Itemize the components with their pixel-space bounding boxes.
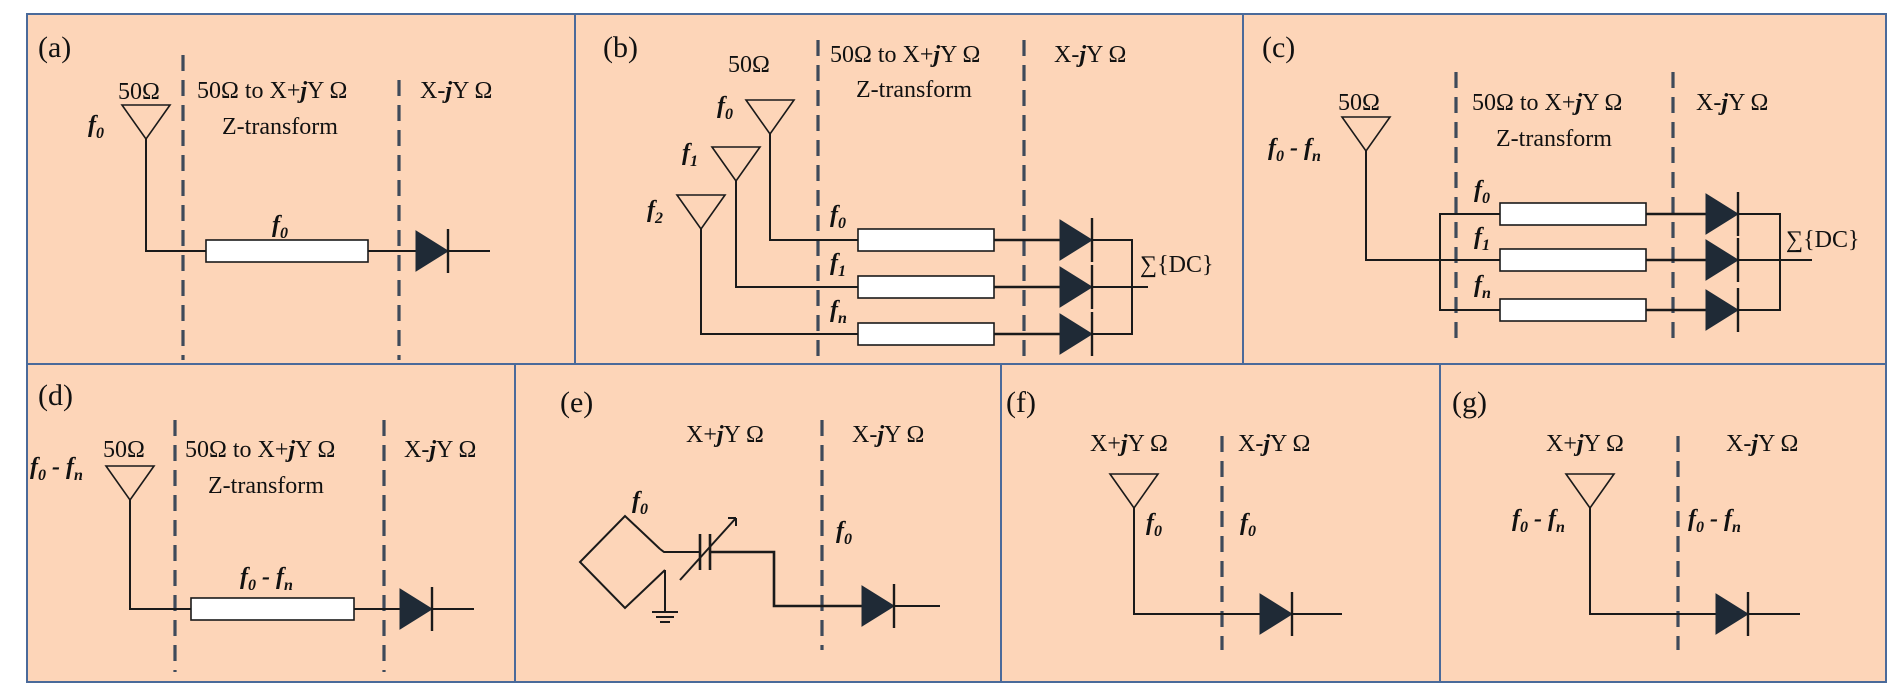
panel-a-background [26, 13, 576, 365]
panel-e-antenna-wire [659, 548, 694, 553]
panel-f-feed-wire [1133, 508, 1260, 615]
panel-c-branch-freq-2: fn [1474, 272, 1491, 302]
panel-b: (b) 50Ω 50Ω to X+jY Ω Z-transform X-jY Ω… [574, 13, 1244, 365]
panel-b-transmission-line-1 [857, 275, 995, 299]
panel-b-branch-freq-0: f0 [830, 202, 846, 232]
panel-c-band: f0 - fn [1268, 135, 1321, 165]
panel-e-source-impedance: X+jY Ω [686, 422, 764, 448]
panel-b-dc-sum: ∑{DC} [1140, 252, 1214, 278]
panel-c-label: (c) [1262, 31, 1295, 64]
panel-c-transmission-line-1 [1499, 248, 1647, 272]
panel-d-port-impedance: 50Ω [103, 437, 145, 463]
panel-a: (a) 50Ω f0 50Ω to X+jY Ω Z-transform X-j… [26, 13, 576, 365]
panel-b-transmission-line-2 [857, 322, 995, 346]
panel-a-frequency: f0 [88, 112, 104, 142]
panel-b-feed-wire-2 [700, 229, 858, 335]
panel-b-port-impedance: 50Ω [728, 52, 770, 78]
panel-b-feed-wire-1 [735, 181, 858, 288]
panel-e: (e) X+jY Ω X-jY Ω f0 f0 [514, 363, 1002, 683]
panel-g-load-impedance: X-jY Ω [1726, 431, 1798, 457]
panel-g-label: (g) [1452, 386, 1487, 419]
panel-c-ztransform-range: 50Ω to X+jY Ω [1472, 90, 1622, 116]
panel-d-transmission-line [190, 597, 355, 621]
panel-a-port-impedance: 50Ω [118, 79, 160, 105]
panel-e-label: (e) [560, 386, 593, 419]
panel-b-antenna-freq-0: f0 [717, 93, 733, 123]
panel-a-feed-wire [145, 139, 206, 252]
panel-c-load-impedance: X-jY Ω [1696, 90, 1768, 116]
panel-e-varactor-arrow [679, 517, 737, 581]
panel-c-ztransform-label: Z-transform [1496, 126, 1612, 152]
panel-c-dc-sum: ∑{DC} [1786, 227, 1860, 253]
panel-c-port-impedance: 50Ω [1338, 90, 1380, 116]
panel-d-load-impedance: X-jY Ω [404, 437, 476, 463]
panel-e-background [514, 363, 1002, 683]
panel-d-ztransform-label: Z-transform [208, 473, 324, 499]
panel-e-frequency: f0 [632, 488, 648, 518]
panel-b-antenna-freq-2: f2 [647, 197, 663, 227]
panel-c-combiner-wire [1738, 213, 1781, 311]
panel-d-background [26, 363, 516, 683]
panel-g-load-band: f0 - fn [1688, 506, 1741, 536]
panel-e-output-wire [710, 550, 862, 608]
panel-d-band: f0 - fn [30, 454, 83, 484]
panel-d-feed-wire [129, 500, 191, 610]
panel-b-ztransform-range: 50Ω to X+jY Ω [830, 42, 980, 68]
panel-f-load-impedance: X-jY Ω [1238, 431, 1310, 457]
panel-d: (d) 50Ω f0 - fn 50Ω to X+jY Ω Z-transfor… [26, 363, 516, 683]
panel-d-label: (d) [38, 379, 73, 412]
panel-d-ztransform-range: 50Ω to X+jY Ω [185, 437, 335, 463]
panel-e-load-frequency: f0 [836, 518, 852, 548]
panel-c-transmission-line-0 [1499, 202, 1647, 226]
panel-g-band: f0 - fn [1512, 506, 1565, 536]
panel-c-transmission-line-2 [1499, 298, 1647, 322]
panel-b-branch-freq-2: fn [830, 297, 847, 327]
panel-e-load-impedance: X-jY Ω [852, 422, 924, 448]
panel-a-load-impedance: X-jY Ω [420, 78, 492, 104]
panel-c-branch-freq-1: f1 [1474, 224, 1490, 254]
panel-a-ztransform-label: Z-transform [222, 114, 338, 140]
panel-c-splitter-wire [1439, 213, 1500, 311]
panel-a-label: (a) [38, 31, 71, 64]
panel-f-label: (f) [1006, 386, 1036, 419]
panel-b-antenna-freq-1: f1 [682, 140, 698, 170]
panel-b-feed-wire-0 [769, 134, 858, 241]
panel-b-branch-freq-1: f1 [830, 250, 846, 280]
panel-c-branch-freq-0: f0 [1474, 177, 1490, 207]
panel-b-transmission-line-0 [857, 228, 995, 252]
panel-f-frequency: f0 [1146, 510, 1162, 540]
panel-g: (g) X+jY Ω X-jY Ω f0 - fn f0 - fn [1439, 363, 1887, 683]
panel-g-feed-wire [1589, 508, 1716, 615]
panel-e-loop-antenna [578, 514, 666, 610]
panel-d-line-band: f0 - fn [240, 564, 293, 594]
panel-b-ztransform-label: Z-transform [856, 77, 972, 103]
panel-f-source-impedance: X+jY Ω [1090, 431, 1168, 457]
panel-g-background [1439, 363, 1887, 683]
panel-c-feed-wire [1365, 151, 1440, 261]
panel-g-source-impedance: X+jY Ω [1546, 431, 1624, 457]
panel-b-label: (b) [603, 31, 638, 64]
panel-a-ztransform-range: 50Ω to X+jY Ω [197, 78, 347, 104]
panel-b-load-impedance: X-jY Ω [1054, 42, 1126, 68]
panel-f: (f) X+jY Ω X-jY Ω f0 f0 [1000, 363, 1441, 683]
panel-c: (c) 50Ω f0 - fn 50Ω to X+jY Ω Z-transfor… [1242, 13, 1887, 365]
panel-f-load-frequency: f0 [1240, 510, 1256, 540]
panel-a-transmission-line [205, 239, 369, 263]
panel-a-line-frequency: f0 [272, 212, 288, 242]
